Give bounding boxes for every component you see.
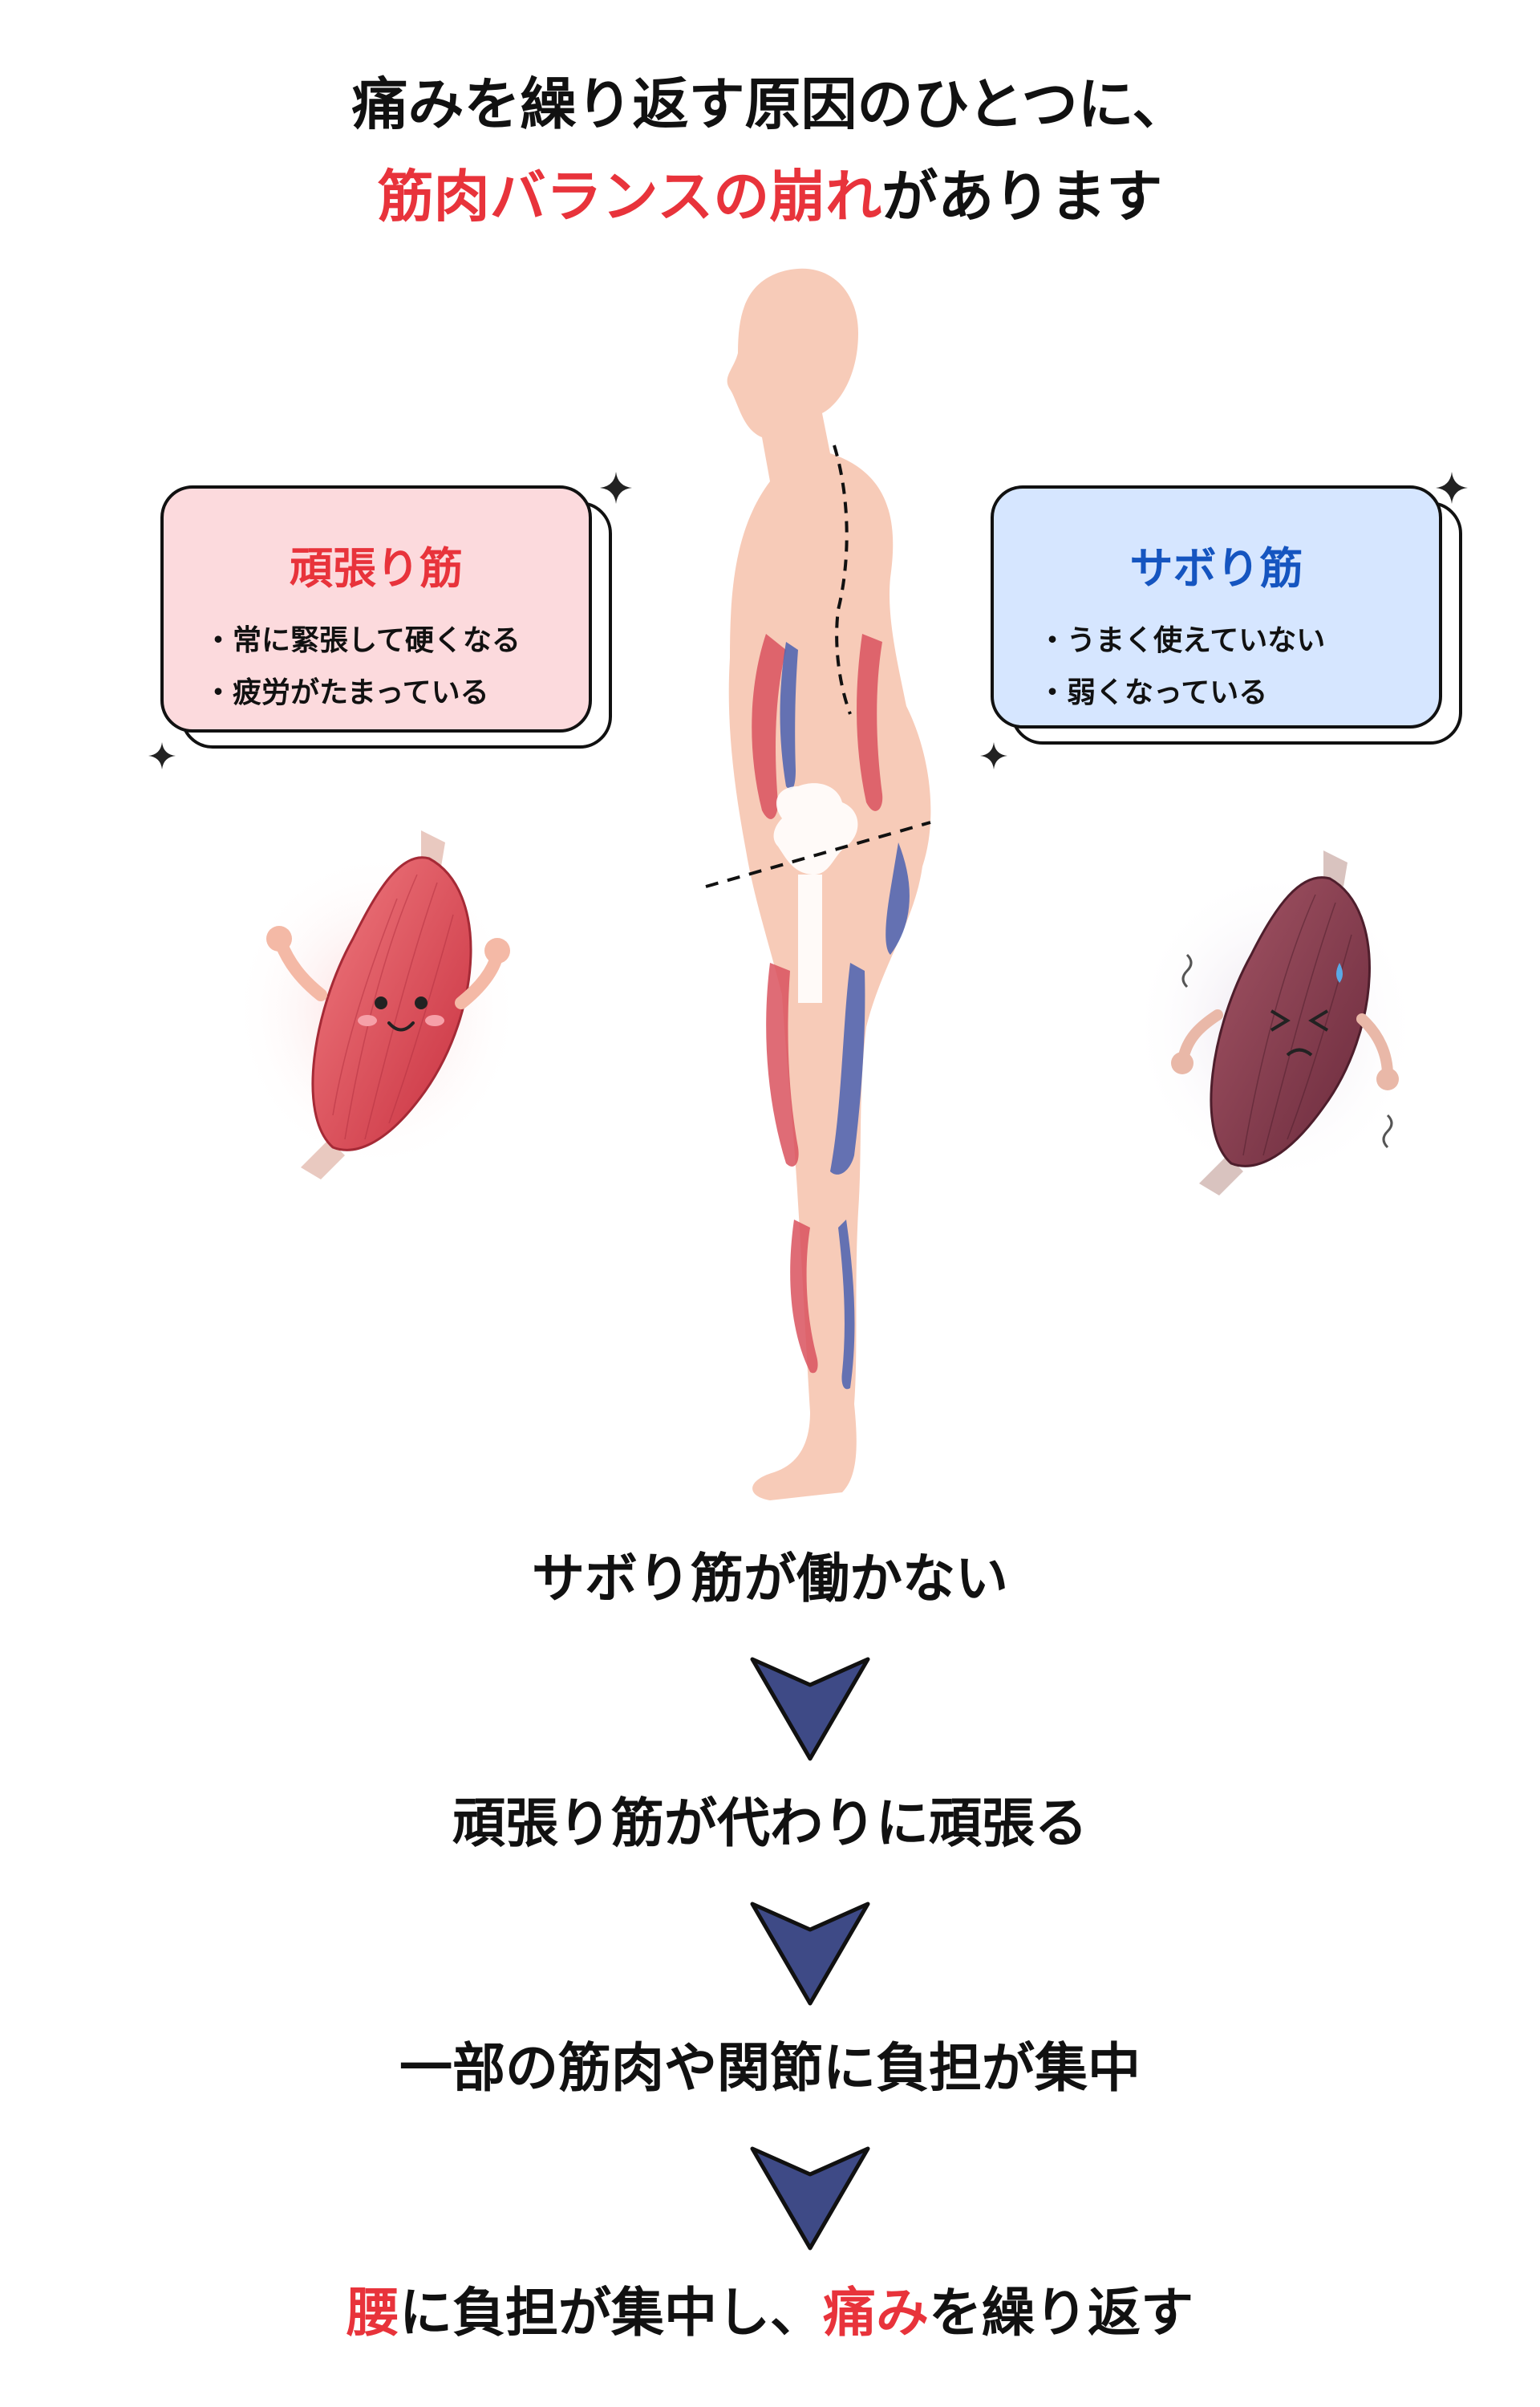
- tight-card-title: 頑張り筋: [290, 543, 463, 594]
- happy-muscle-character: [233, 830, 521, 1179]
- sparkle-icon: [1436, 472, 1468, 504]
- title-highlight: 筋肉バランスの崩れ: [377, 164, 882, 229]
- weak-muscle-card: サボり筋 ・うまく使えていない ・弱くなっている: [991, 485, 1442, 729]
- tight-muscle-card: 頑張り筋 ・常に緊張して硬くなる ・疲労がたまっている: [160, 485, 592, 733]
- page-title-line1: 痛みを繰り返す原因のひとつに、: [351, 71, 1189, 137]
- sparkle-icon: [600, 472, 632, 504]
- page-title-line2: 筋肉バランスの崩れがあります: [0, 168, 1540, 225]
- chevron-down-arrow-icon: [750, 1657, 870, 1761]
- chevron-down-arrow-icon: [750, 1902, 870, 2006]
- flow-step-1: サボり筋が働かない: [532, 1548, 1008, 1609]
- chevron-down-arrow-icon: [750, 2146, 870, 2251]
- flow-step-2: 頑張り筋が代わりに頑張る: [452, 1792, 1088, 1854]
- tight-card-item-2: ・疲労がたまっている: [204, 676, 489, 709]
- flow-step-4-text-a: に負担が集中し、: [399, 2282, 823, 2344]
- flow-step-4: 腰に負担が集中し、痛みを繰り返す: [0, 2287, 1540, 2340]
- weak-card-title: サボり筋: [1129, 543, 1303, 594]
- sparkle-icon: [980, 742, 1007, 769]
- tired-muscle-character: [1131, 850, 1420, 1195]
- weak-card-item-2: ・弱くなっている: [1038, 676, 1268, 709]
- tight-card-item-1: ・常に緊張して硬くなる: [204, 624, 521, 657]
- weak-card-item-1: ・うまく使えていない: [1038, 624, 1326, 657]
- sparkle-icon: [148, 742, 176, 769]
- flow-step-4-highlight-waist: 腰: [346, 2282, 399, 2344]
- body-silhouette-diagram: [705, 268, 931, 1500]
- flow-step-4-highlight-pain: 痛み: [823, 2282, 929, 2344]
- title-rest: があります: [881, 164, 1163, 229]
- flow-step-3: 一部の筋肉や関節に負担が集中: [399, 2037, 1141, 2099]
- flow-step-4-text-b: を繰り返す: [929, 2282, 1194, 2344]
